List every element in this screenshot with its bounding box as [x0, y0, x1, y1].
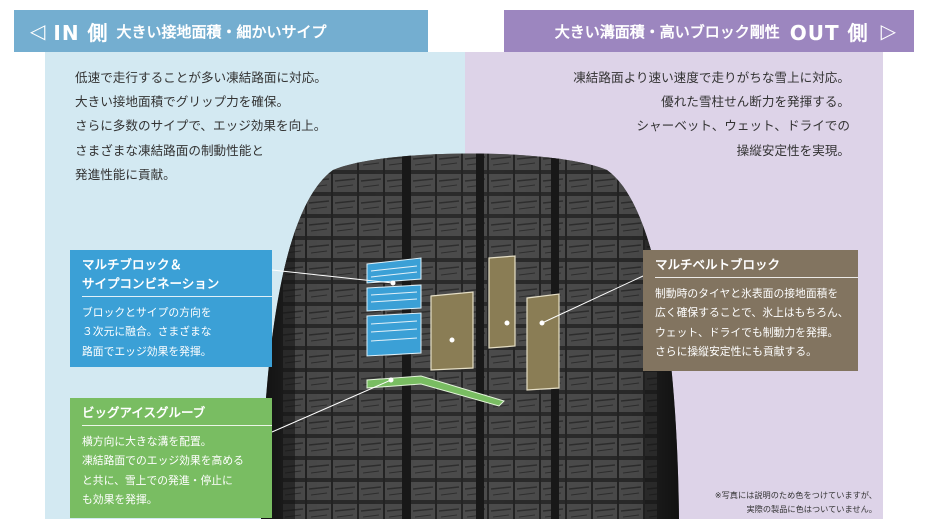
callout-body-line: 路面でエッジ効果を発揮。: [82, 344, 212, 358]
in-description-line: 低速で走行することが多い凍結路面に対応。: [75, 70, 327, 85]
footnote-line: 実際の製品に色はついていません。: [746, 504, 877, 514]
out-description-line: 優れた雪柱せん断力を発揮する。: [661, 94, 850, 110]
callout-title: マルチブロック＆ サイプコンビネーション: [70, 250, 272, 296]
right-arrow-icon: ▷: [880, 19, 896, 43]
callout-body-line: ３次元に融合。さまざまな: [82, 325, 212, 339]
callout-multi-block: マルチブロック＆ サイプコンビネーション ブロックとサイプの方向を ３次元に融合…: [70, 250, 272, 367]
callout-body: ブロックとサイプの方向を ３次元に融合。さまざまな 路面でエッジ効果を発揮。: [70, 297, 272, 367]
callout-divider: [82, 425, 272, 426]
callout-divider: [655, 277, 858, 278]
callout-title: ビッグアイスグルーブ: [82, 405, 206, 420]
callout-body-line: ウェット、ドライでも制動力を発揮。: [655, 325, 839, 339]
out-side-description: 凍結路面より速い速度で走りがちな雪上に対応。 優れた雪柱せん断力を発揮する。 シ…: [573, 66, 850, 163]
out-side-label: OUT 側: [789, 20, 869, 45]
left-arrow-icon: ◁: [30, 19, 46, 43]
callout-title-line: サイプコンビネーション: [82, 276, 220, 291]
callout-multi-belt-block: マルチベルトブロック 制動時のタイヤと氷表面の接地面積を 広く確保することで、氷…: [643, 250, 858, 371]
in-side-label: IN 側: [53, 20, 109, 45]
callout-body: 横方向に大きな溝を配置。 凍結路面でのエッジ効果を高める と共に、雪上での発進・…: [70, 426, 272, 515]
callout-body-line: 凍結路面でのエッジ効果を高める: [82, 454, 244, 468]
out-description-line: 操縦安定性を実現。: [736, 142, 850, 158]
out-description-line: 凍結路面より速い速度で走りがちな雪上に対応。: [573, 70, 850, 85]
out-side-title: 大きい溝面積・高いブロック剛性: [554, 22, 780, 41]
in-side-header: ◁ IN 側 大きい接地面積・細かいサイプ: [14, 10, 428, 52]
in-side-description: 低速で走行することが多い凍結路面に対応。 大きい接地面積でグリップ力を確保。 さ…: [75, 66, 327, 187]
callout-body: 制動時のタイヤと氷表面の接地面積を 広く確保することで、氷上はもちろん、 ウェッ…: [643, 278, 858, 367]
big-ice-groove-highlight: [366, 375, 505, 407]
callout-body-line: 横方向に大きな溝を配置。: [82, 435, 212, 448]
callout-body-line: 広く確保することで、氷上はもちろん、: [655, 306, 849, 320]
callout-leader-lines: [271, 269, 644, 433]
in-description-line: さらに多数のサイプで、エッジ効果を向上。: [75, 118, 327, 134]
multi-belt-block-highlight: [430, 255, 560, 391]
footnote-line: ※写真には説明のため色をつけていますが、: [714, 490, 877, 500]
callout-body-line: も効果を発揮。: [82, 492, 158, 506]
callout-title: マルチベルトブロック: [655, 257, 781, 272]
callout-big-ice-groove: ビッグアイスグルーブ 横方向に大きな溝を配置。 凍結路面でのエッジ効果を高める …: [70, 398, 272, 518]
in-description-line: 大きい接地面積でグリップ力を確保。: [75, 94, 290, 110]
in-description-line: さまざまな凍結路面の制動性能と: [75, 142, 264, 158]
out-description-line: シャーベット、ウェット、ドライでの: [636, 118, 850, 134]
callout-body-line: と共に、雪上での発進・停止に: [82, 473, 233, 487]
out-side-header: 大きい溝面積・高いブロック剛性 OUT 側 ▷: [504, 10, 914, 52]
callout-divider: [82, 296, 272, 297]
tire-tread-image: [261, 153, 679, 519]
in-description-line: 発進性能に貢献。: [75, 166, 176, 182]
footnote: ※写真には説明のため色をつけていますが、 実際の製品に色はついていません。: [715, 488, 877, 516]
callout-title-line: マルチブロック＆: [82, 257, 183, 272]
callout-body-line: 制動時のタイヤと氷表面の接地面積を: [655, 287, 839, 300]
in-side-title: 大きい接地面積・細かいサイプ: [116, 22, 327, 41]
callout-body-line: ブロックとサイプの方向を: [82, 306, 212, 319]
callout-body-line: さらに操縦安定性にも貢献する。: [655, 344, 817, 358]
